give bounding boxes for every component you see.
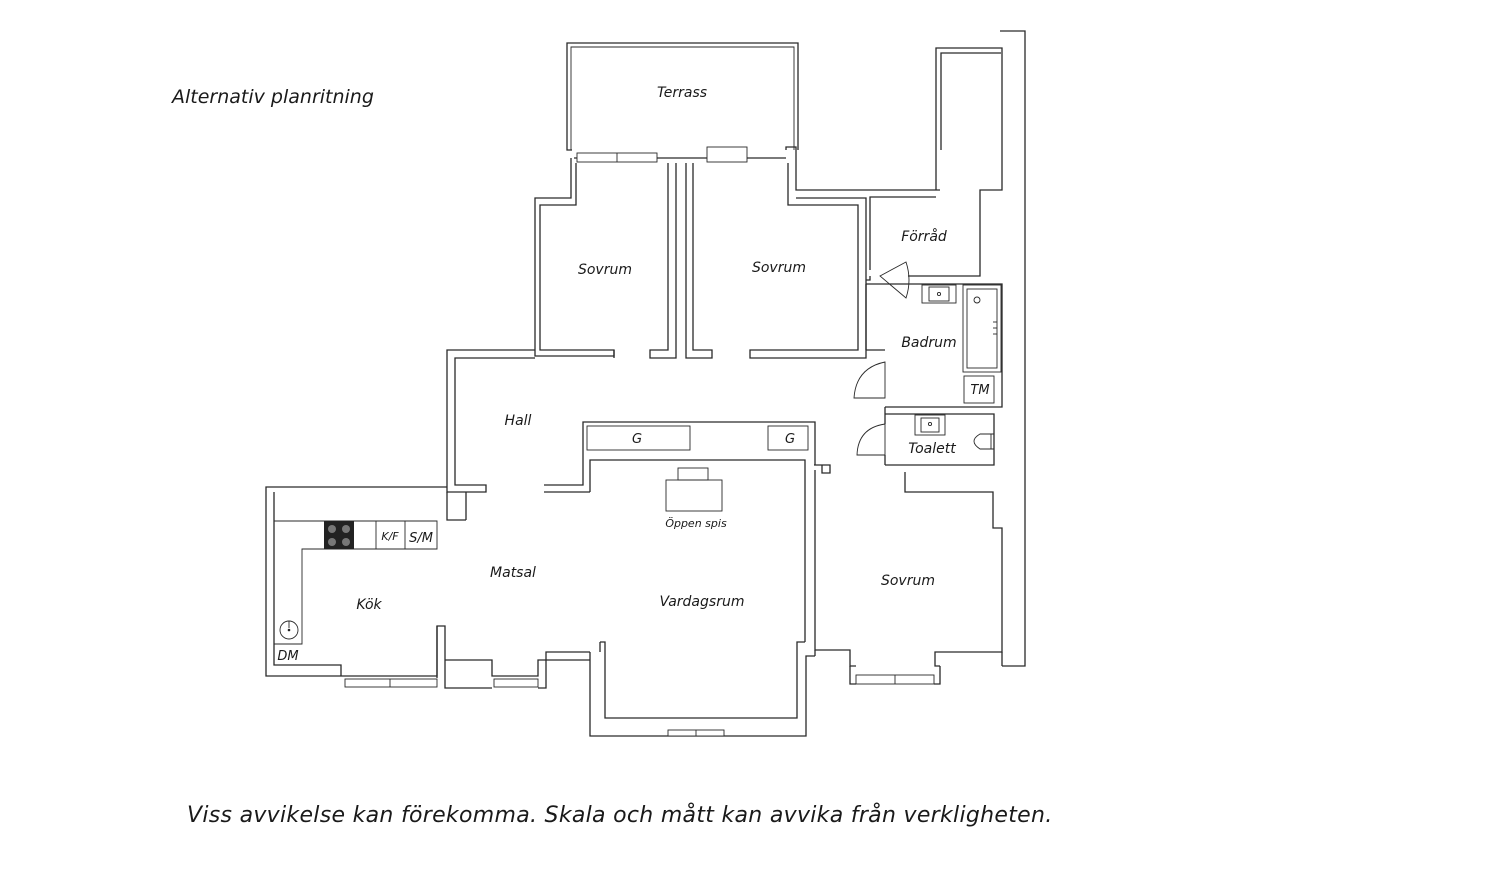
- bedroom-walls-right: [814, 464, 1003, 685]
- room-label-terrass: Terrass: [657, 85, 707, 101]
- wardrobe-right: [767, 421, 809, 451]
- room-label-sovrum-1: Sovrum: [578, 262, 632, 278]
- door-swing-icon: [856, 423, 886, 456]
- sink-icon: [279, 620, 299, 640]
- door-swing-icon: [879, 261, 910, 299]
- bathroom: [853, 283, 1003, 408]
- fixture-label-kf: K/F: [381, 530, 399, 543]
- hall-walls: [446, 349, 816, 642]
- room-label-kok: Kök: [356, 597, 382, 613]
- door-swing-icon: [853, 361, 886, 399]
- room-label-hall: Hall: [505, 413, 532, 429]
- sink-icon: [921, 284, 957, 304]
- fixture-label-garderob-2: G: [785, 432, 795, 447]
- room-label-matsal: Matsal: [490, 565, 536, 581]
- room-label-sovrum-2: Sovrum: [752, 260, 806, 276]
- stove-icon: [324, 521, 354, 549]
- fireplace-icon: [665, 467, 723, 512]
- fixture-label-tm: TM: [970, 383, 989, 398]
- room-label-vardagsrum: Vardagsrum: [660, 594, 745, 610]
- toilet-icon: [973, 433, 994, 450]
- fixture-label-fireplace: Öppen spis: [665, 517, 727, 530]
- toilet-room: [856, 407, 995, 466]
- living-area-walls: [265, 486, 816, 737]
- room-label-toalett: Toalett: [908, 441, 956, 457]
- plan-heading: Alternativ planritning: [172, 86, 374, 108]
- room-label-forrad: Förråd: [901, 228, 947, 245]
- fixture-label-sm: S/M: [409, 531, 433, 546]
- room-label-badrum: Badrum: [901, 335, 956, 351]
- disclaimer-text: Viss avvikelse kan förekomma. Skala och …: [187, 803, 1053, 828]
- fixture-label-garderob-1: G: [632, 432, 642, 447]
- sink-icon: [914, 414, 946, 436]
- washing-machine: [963, 375, 995, 404]
- bathtub-icon: [962, 284, 1002, 373]
- room-label-sovrum-3: Sovrum: [881, 573, 935, 589]
- storage-walls: [866, 30, 1026, 667]
- bedroom-walls-top: [534, 146, 940, 359]
- fixture-label-dm: DM: [277, 649, 298, 664]
- wardrobe-left: [586, 421, 691, 451]
